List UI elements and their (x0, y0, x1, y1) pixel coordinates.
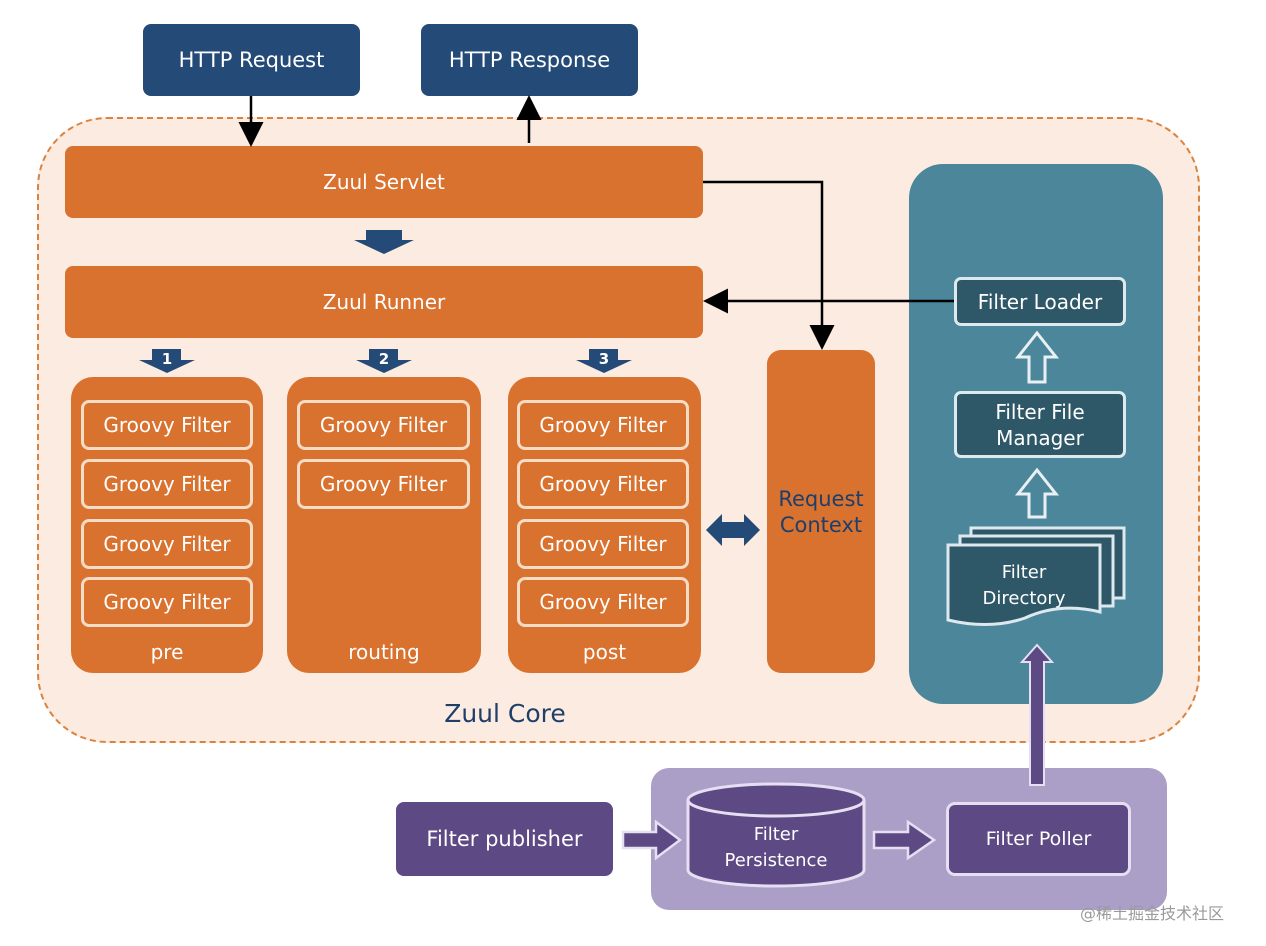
request-context-line: Context (779, 512, 863, 537)
groovy-filter: Groovy Filter (517, 400, 689, 450)
groovy-filter: Groovy Filter (297, 459, 470, 509)
filter-directory-line: Filter (1001, 562, 1047, 583)
groovy-filter: Groovy Filter (81, 519, 253, 569)
filter-persistence-line: Filter (753, 824, 799, 845)
request-context-box: Request Context (767, 350, 875, 673)
filter-poller-box: Filter Poller (946, 802, 1131, 876)
servlet-to-context-arrow (703, 180, 835, 350)
groovy-filter: Groovy Filter (81, 400, 253, 450)
filter-persistence-line: Persistence (724, 850, 828, 871)
step-number-2: 2 (378, 350, 390, 368)
groovy-filter: Groovy Filter (297, 400, 470, 450)
filter-file-manager-line: Manager (996, 425, 1084, 450)
zuul-core-label: Zuul Core (444, 698, 566, 728)
post-context-double-arrow (706, 514, 760, 546)
persistence-cylinder-top (686, 782, 866, 818)
filter-directory-label: Filter Directory (950, 556, 1098, 616)
groovy-filter: Groovy Filter (81, 459, 253, 509)
persistence-cylinder-body (686, 800, 866, 888)
publisher-to-persistence-arrow (621, 819, 683, 861)
groovy-filter: Groovy Filter (517, 519, 689, 569)
step-1-arrow (139, 349, 195, 373)
poller-to-directory-arrow (1019, 643, 1055, 786)
step-number-3: 3 (598, 350, 610, 368)
groovy-filter: Groovy Filter (517, 577, 689, 627)
groovy-filter: Groovy Filter (517, 459, 689, 509)
filter-file-manager-line: Filter File (995, 399, 1085, 424)
zuul-servlet-box: Zuul Servlet (65, 146, 703, 218)
stage-name-routing: routing (348, 640, 420, 664)
servlet-to-runner-arrow (354, 230, 414, 254)
watermark: @稀土掘金技术社区 (1080, 904, 1225, 923)
step-number-1: 1 (161, 350, 173, 368)
directory-to-manager-arrow (1014, 467, 1060, 519)
filter-publisher-box: Filter publisher (396, 802, 613, 876)
step-2-arrow (356, 349, 412, 373)
persistence-to-poller-arrow (872, 819, 937, 861)
zuul-runner-box: Zuul Runner (65, 266, 703, 338)
stage-name-post: post (582, 640, 627, 664)
filter-directory-line: Directory (982, 588, 1066, 609)
filter-persistence-label: Filter Persistence (690, 818, 862, 878)
groovy-filter: Groovy Filter (81, 577, 253, 627)
request-context-line: Request (778, 486, 864, 511)
http-response-box: HTTP Response (421, 24, 638, 96)
filter-file-manager-box: Filter File Manager (954, 391, 1126, 458)
directory-page-front (946, 543, 1102, 627)
filter-loader-box: Filter Loader (954, 277, 1126, 326)
step-3-arrow (576, 349, 632, 373)
http-request-box: HTTP Request (143, 24, 360, 96)
stage-name-pre: pre (150, 640, 184, 664)
manager-to-loader-arrow (1014, 330, 1060, 384)
